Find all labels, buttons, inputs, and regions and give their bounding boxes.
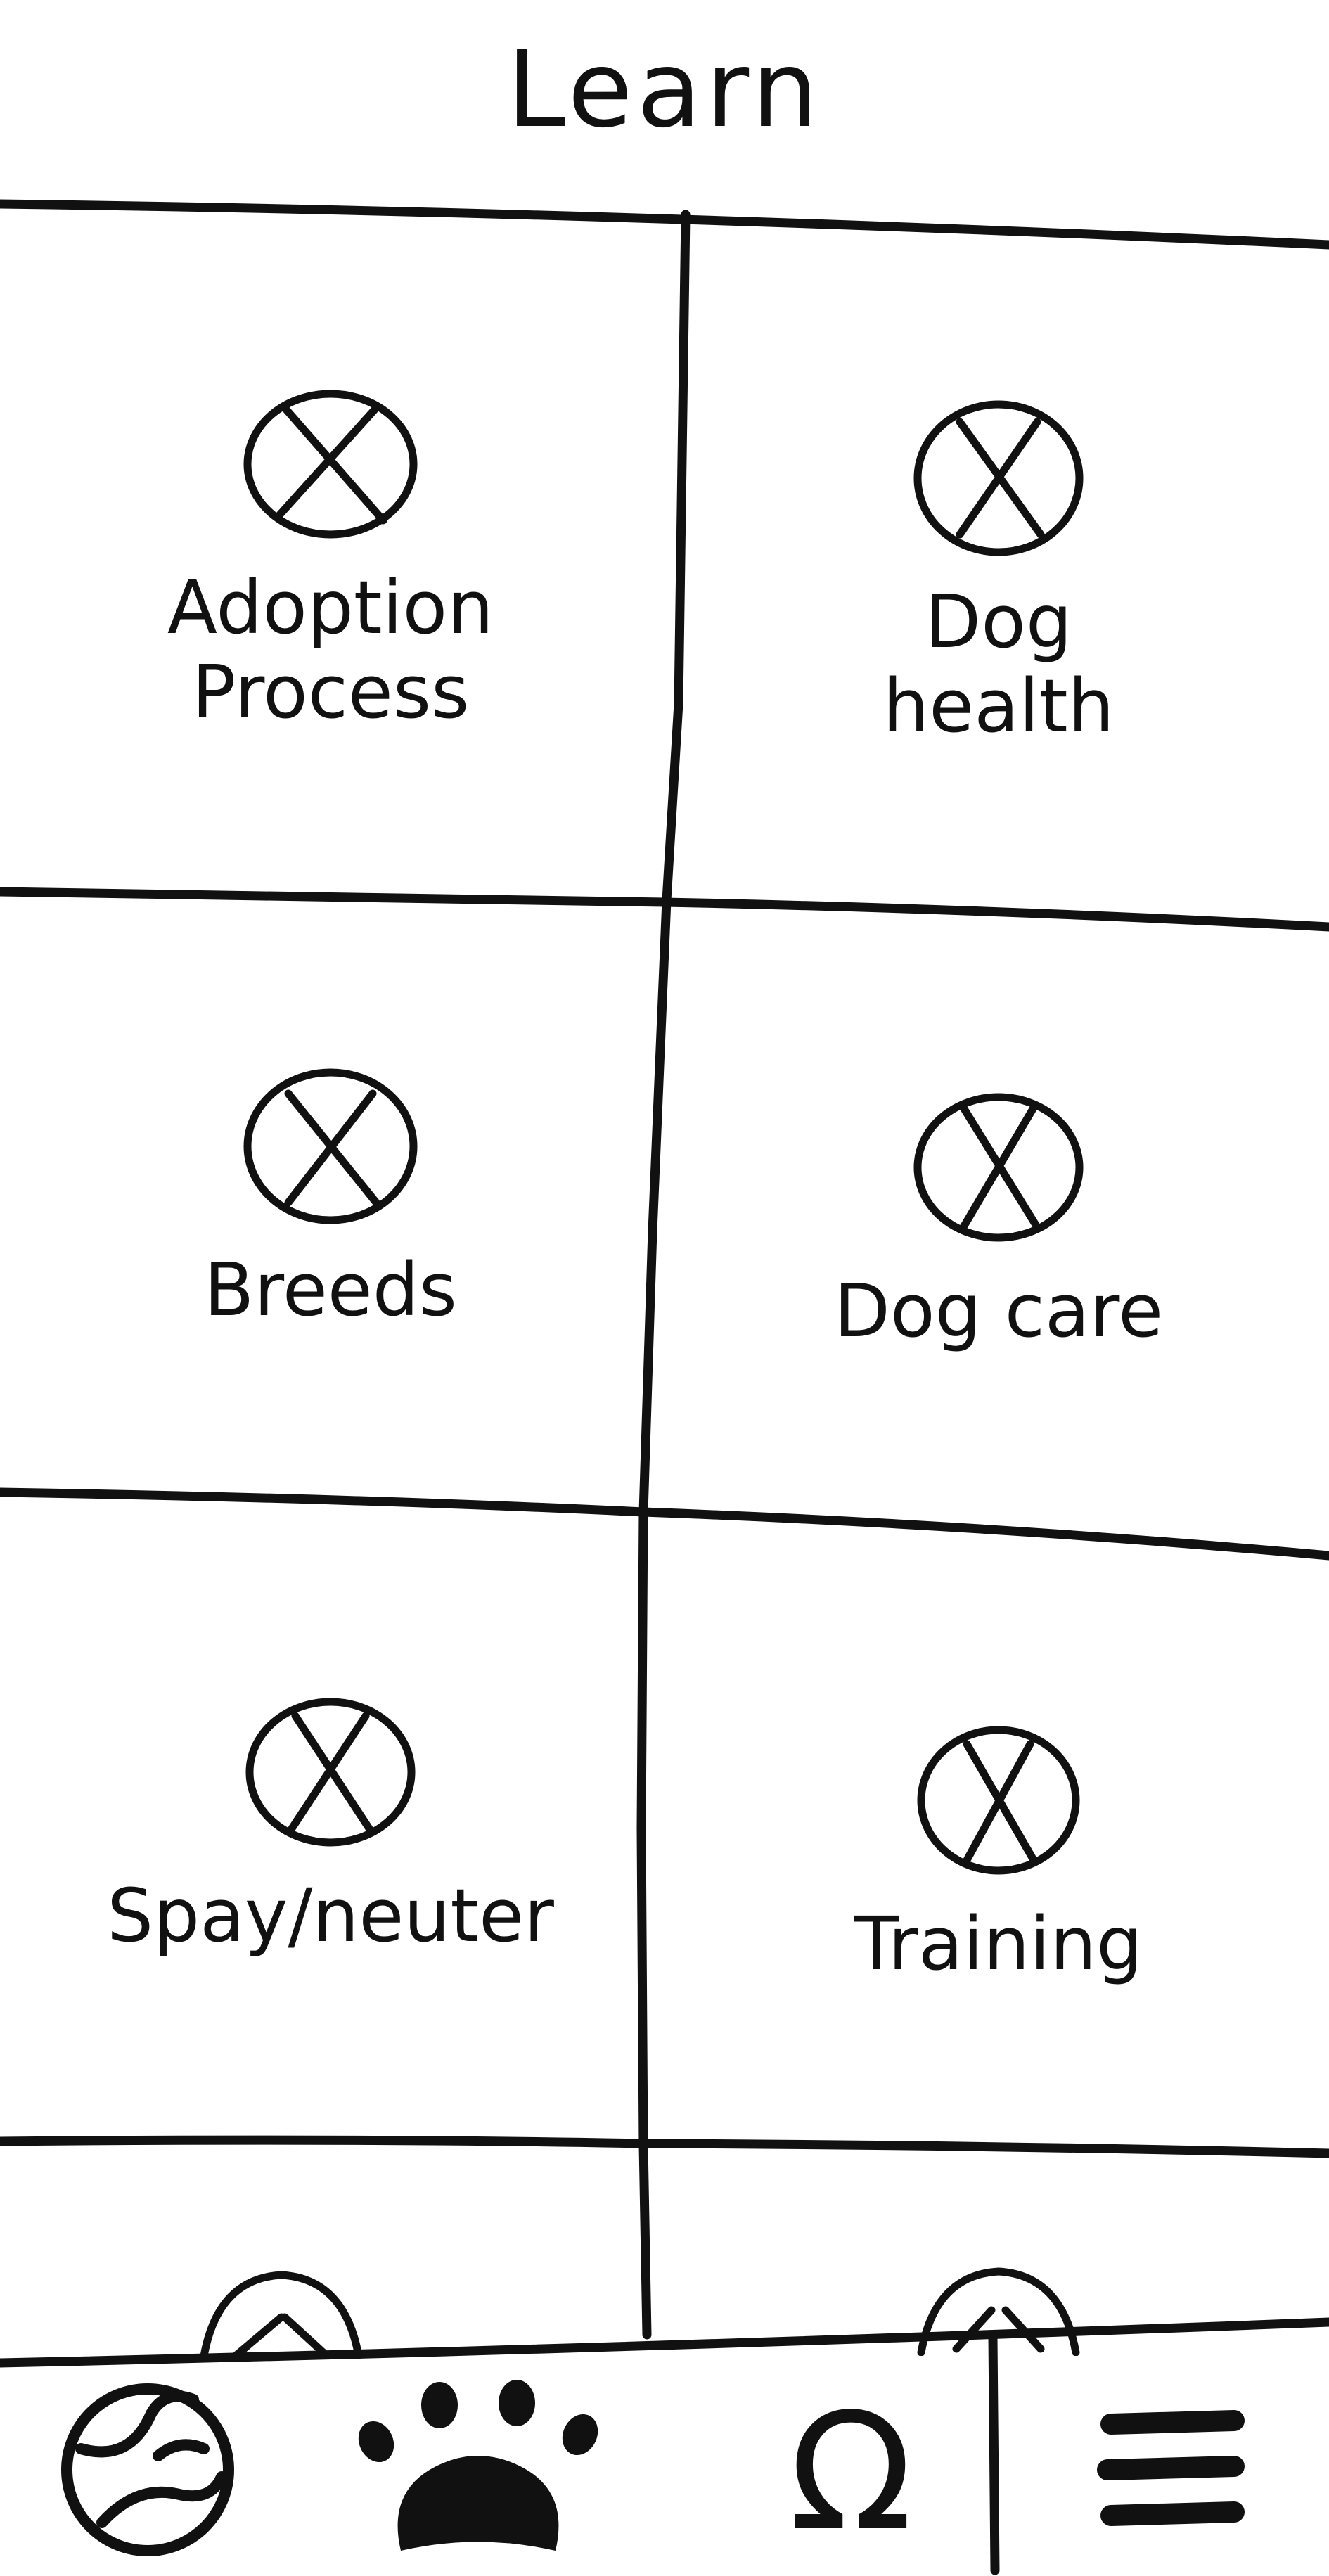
image-placeholder-icon	[245, 1698, 416, 1847]
tab-paw[interactable]	[338, 2356, 619, 2576]
tile-label-training: Training	[854, 1901, 1143, 1987]
page-title: Learn	[506, 28, 823, 151]
image-placeholder-icon	[917, 1726, 1080, 1875]
tab-menu[interactable]	[1055, 2356, 1287, 2576]
tile-dog-care[interactable]: Dog care	[696, 935, 1301, 1505]
image-placeholder-icon	[913, 400, 1084, 556]
tile-adoption-process[interactable]: Adoption Process	[28, 232, 633, 886]
tile-label-dog-care: Dog care	[833, 1268, 1164, 1354]
tile-label-spay-neuter: Spay/neuter	[107, 1873, 554, 1959]
partial-tile-icon-right	[917, 2267, 1080, 2356]
bottom-tab-bar: Ω	[0, 2356, 1329, 2576]
tile-label-breeds: Breeds	[204, 1247, 457, 1333]
tile-breeds[interactable]: Breeds	[28, 914, 633, 1484]
tile-training[interactable]: Training	[696, 1568, 1301, 2138]
tab-ball[interactable]	[28, 2356, 267, 2576]
header: Learn	[0, 0, 1329, 207]
tile-spay-neuter[interactable]: Spay/neuter	[28, 1519, 633, 2131]
tab-omega[interactable]: Ω	[731, 2356, 970, 2576]
paw-icon	[358, 2379, 598, 2551]
image-placeholder-icon	[913, 1093, 1084, 1242]
tile-label-adoption-process: Adoption Process	[167, 565, 494, 735]
hamburger-menu-icon	[1097, 2409, 1245, 2526]
omega-icon: Ω	[789, 2378, 913, 2567]
partial-tile-icon-left	[200, 2271, 363, 2359]
tile-dog-health[interactable]: Dog health	[696, 253, 1301, 893]
image-placeholder-icon	[243, 390, 418, 539]
ball-icon	[61, 2383, 234, 2556]
image-placeholder-icon	[243, 1068, 418, 1224]
tile-label-dog-health: Dog health	[882, 579, 1115, 749]
